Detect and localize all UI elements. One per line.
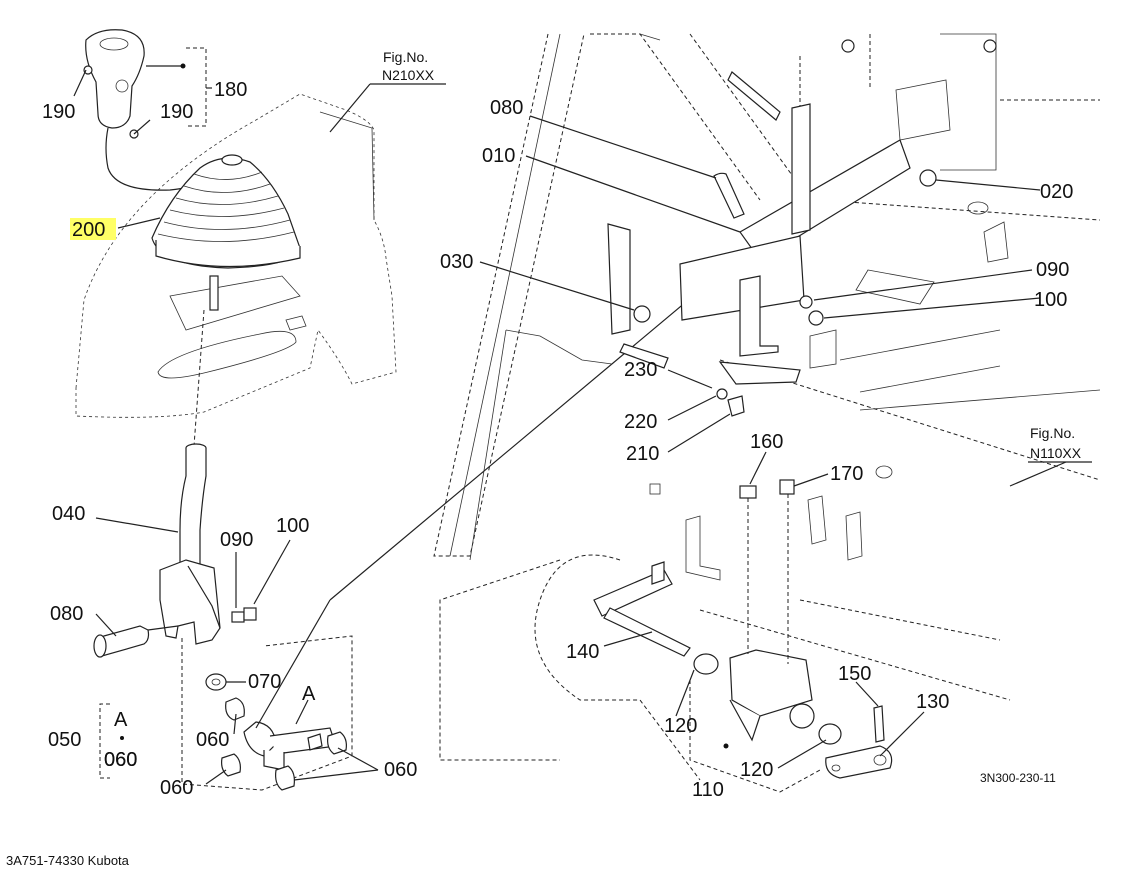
highlight-200 (70, 218, 116, 240)
callout-120-right: 120 (740, 759, 773, 781)
callout-080-left: 080 (50, 603, 83, 625)
callout-120-left: 120 (664, 715, 697, 737)
callout-090-right: 090 (1036, 259, 1069, 281)
callout-190-left: 190 (42, 101, 75, 123)
leader-lines (95, 83, 1067, 785)
callout-180: 180 (214, 79, 247, 101)
detail-A-parts (205, 673, 347, 791)
shift-lever (93, 443, 257, 658)
console-panel (75, 93, 397, 418)
shaft-assembly (593, 479, 893, 779)
callout-130: 130 (916, 691, 949, 713)
svg-text:N110XX: N110XX (1030, 445, 1082, 461)
callout-100-right: 100 (1034, 289, 1067, 311)
callout-170: 170 (830, 463, 863, 485)
fig-ref-n110xx: Fig.No. N110XX (1028, 425, 1092, 463)
svg-text:Fig.No.: Fig.No. (383, 49, 428, 65)
callout-110: 110 (692, 779, 724, 801)
callout-060-c: 060 (384, 759, 417, 781)
callout-060-bracket: 060 (104, 749, 137, 771)
callout-200: 200 (72, 219, 105, 241)
shift-boot (151, 154, 301, 269)
callout-030: 030 (440, 251, 473, 273)
callout-220: 220 (624, 411, 657, 433)
drawing-code: 3N300-230-11 (980, 771, 1056, 785)
callout-080-right: 080 (490, 97, 523, 119)
callouts: 190 190 180 200 040 090 100 080 070 060 … (42, 79, 1073, 801)
svg-text:Fig.No.: Fig.No. (1030, 425, 1075, 441)
callout-060-a: 060 (196, 729, 229, 751)
callout-010: 010 (482, 145, 515, 167)
callout-090-left: 090 (220, 529, 253, 551)
callout-A-detail: A (302, 683, 316, 705)
callout-160: 160 (750, 431, 783, 453)
lever-knob (83, 29, 233, 191)
shift-bracket (607, 39, 997, 417)
callout-020: 020 (1040, 181, 1073, 203)
callout-060-b: 060 (160, 777, 193, 799)
callout-060-d: 060 (104, 749, 137, 771)
fig-ref-n210xx: Fig.No. N210XX (370, 49, 446, 85)
callout-070: 070 (248, 671, 281, 693)
callout-100-left: 100 (276, 515, 309, 537)
callout-230: 230 (624, 359, 657, 381)
frame-body (433, 33, 1101, 781)
svg-text:N210XX: N210XX (382, 67, 435, 83)
callout-210: 210 (626, 443, 659, 465)
callout-190-right: 190 (160, 101, 193, 123)
callout-050: 050 (48, 729, 81, 751)
callout-040: 040 (52, 503, 85, 525)
callout-150: 150 (838, 663, 871, 685)
footer-text: 3A751-74330 Kubota (6, 853, 129, 868)
callout-A-left: A (114, 709, 128, 731)
callout-140: 140 (566, 641, 599, 663)
